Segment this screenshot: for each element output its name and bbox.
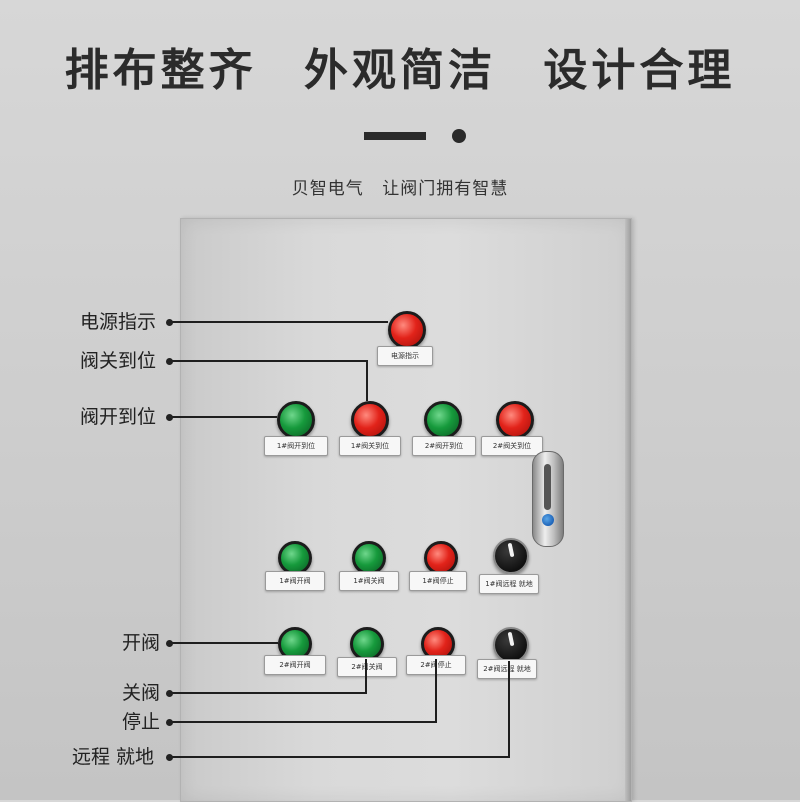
power-indicator-lamp [388,311,426,349]
divider-bar [364,132,426,140]
leader-dot-open-valve [166,640,173,647]
valve1-open-plate: 1#阀开到位 [264,436,328,456]
valve1-closed-indicator [351,401,389,439]
valve1-close-button[interactable] [352,541,386,575]
valve1-open-button-plate: 1#阀开阀 [265,571,325,591]
callout-stop: 停止 [122,711,161,733]
subtitle: 贝智电气 让阀门拥有智慧 [0,174,800,199]
valve1-stop-button[interactable] [424,541,458,575]
door-handle[interactable] [532,451,564,547]
valve1-open-indicator [277,401,315,439]
leader-dot-remote-local [166,754,173,761]
valve2-selector-plate: 2#阀远程 就地 [477,659,537,679]
headline-part-3: 设计合理 [543,45,736,96]
callout-open-valve: 开阀 [122,632,161,654]
valve2-stop-button-plate: 2#阀停止 [406,655,466,675]
valve1-close-button-plate: 1#阀关阀 [339,571,399,591]
lock-icon[interactable] [542,514,554,526]
cabinet-door-edge [625,219,631,801]
callout-valve-open: 阀开到位 [80,406,157,428]
brand-slogan: 让阀门拥有智慧 [382,179,509,199]
handle-slot [544,464,551,510]
control-cabinet [180,218,632,802]
valve1-remote-local-selector[interactable] [493,538,529,574]
brand-name: 贝智电气 [291,179,364,199]
power-lamp-plate: 电源指示 [377,346,433,366]
leader-dot-valve-open [166,414,173,421]
leader-dot-stop [166,719,173,726]
valve2-close-button-plate: 2#阀关阀 [337,657,397,677]
callout-close-valve: 关阀 [122,682,161,704]
headline: 排布整齐 外观简洁 设计合理 [0,34,800,98]
valve2-open-indicator [424,401,462,439]
valve2-closed-plate: 2#阀关到位 [481,436,543,456]
valve1-selector-plate: 1#阀远程 就地 [479,574,539,594]
valve2-remote-local-selector[interactable] [493,627,529,663]
valve2-open-button-plate: 2#阀开阀 [264,655,326,675]
leader-dot-close-valve [166,690,173,697]
leader-dot-power [166,319,173,326]
callout-valve-closed: 阀关到位 [80,350,157,372]
valve2-open-plate: 2#阀开到位 [412,436,476,456]
valve1-closed-plate: 1#阀关到位 [339,436,401,456]
callout-remote-local: 远程 就地 [72,746,155,768]
valve1-open-button[interactable] [278,541,312,575]
leader-dot-valve-closed [166,358,173,365]
headline-part-1: 排布整齐 [64,45,257,96]
headline-part-2: 外观简洁 [304,45,496,96]
valve1-stop-button-plate: 1#阀停止 [409,571,467,591]
divider-dot [452,129,466,143]
valve2-close-button[interactable] [350,627,384,661]
callout-power: 电源指示 [80,311,157,333]
valve2-closed-indicator [496,401,534,439]
